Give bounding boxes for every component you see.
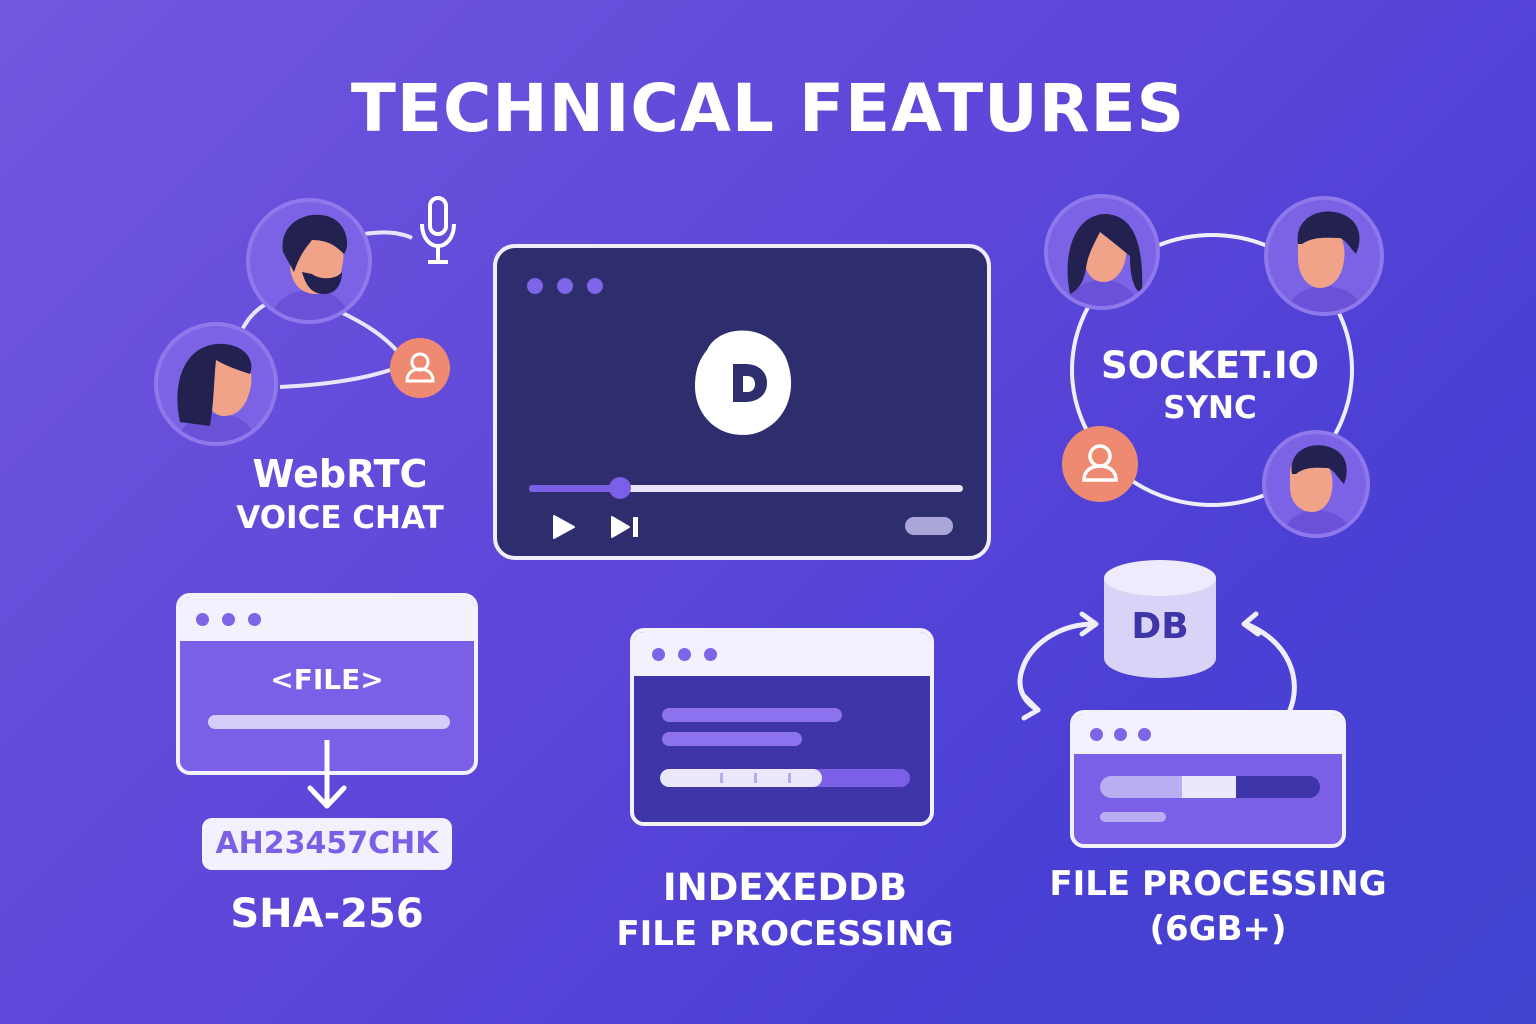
processing-progress-fill-a — [1100, 776, 1182, 798]
microphone-icon — [420, 196, 456, 264]
progress-track[interactable] — [529, 477, 963, 499]
content-line — [1100, 812, 1166, 822]
window-dot — [248, 613, 261, 626]
avatar-user-orange — [1062, 426, 1138, 502]
window-dot — [196, 613, 209, 626]
database-icon — [1104, 560, 1216, 678]
window-dot — [678, 648, 691, 661]
window-dot — [527, 278, 543, 294]
sha256-label: SHA-256 — [230, 891, 424, 937]
window-titlebar — [634, 632, 930, 676]
webrtc-label-line1: WebRTC — [252, 452, 428, 496]
skip-next-icon[interactable] — [609, 514, 643, 540]
socketio-feature — [1040, 190, 1384, 540]
window-dot — [222, 613, 235, 626]
processing-window — [1070, 710, 1346, 848]
file-processing-label-line1: FILE PROCESSING — [1049, 864, 1387, 904]
avatar-woman — [154, 322, 278, 446]
arrow-down-icon — [307, 740, 347, 809]
window-titlebar — [180, 597, 474, 641]
play-icon[interactable] — [551, 514, 577, 540]
window-dot — [557, 278, 573, 294]
content-line — [662, 708, 842, 722]
avatar-woman — [1044, 194, 1160, 310]
storage-progress-bar — [660, 769, 910, 787]
progress-fill — [529, 485, 621, 492]
file-bar — [208, 715, 450, 729]
storage-progress-fill — [660, 769, 822, 787]
avatar-man — [1262, 430, 1370, 538]
indexeddb-label-line2: FILE PROCESSING — [616, 914, 954, 955]
window-dot — [1138, 728, 1151, 741]
window-dot — [587, 278, 603, 294]
window-dot — [652, 648, 665, 661]
avatar-man — [1264, 196, 1384, 316]
page-title: TECHNICAL FEATURES — [350, 70, 1186, 147]
content-line — [662, 732, 802, 746]
window-dot — [704, 648, 717, 661]
processing-progress-fill-b — [1182, 776, 1236, 798]
avatar-user-orange — [390, 338, 450, 398]
file-processing-label-line2: (6GB+) — [1149, 908, 1287, 949]
app-logo-icon — [695, 330, 792, 435]
file-window: <FILE> — [176, 593, 478, 775]
db-label: DB — [1131, 606, 1189, 647]
indexeddb-window — [630, 628, 934, 826]
video-player[interactable] — [493, 244, 991, 560]
volume-pill[interactable] — [905, 517, 953, 535]
avatar-bearded-man — [246, 198, 372, 324]
processing-progress-bar — [1100, 776, 1320, 798]
window-titlebar — [1074, 714, 1342, 754]
webrtc-label: WebRTC VOICE CHAT — [200, 452, 480, 537]
indexeddb-label: INDEXEDDB FILE PROCESSING — [600, 866, 970, 955]
indexeddb-label-line1: INDEXEDDB — [662, 866, 908, 909]
socketio-label-line2: SYNC — [1163, 390, 1257, 427]
sync-arrows-icon — [1017, 611, 1297, 721]
window-dot — [1090, 728, 1103, 741]
file-tag-label: <FILE> — [270, 663, 384, 696]
socketio-label-line1: SOCKET.IO — [1100, 344, 1320, 387]
webrtc-label-line2: VOICE CHAT — [236, 499, 444, 536]
progress-handle[interactable] — [609, 477, 632, 499]
file-processing-label: FILE PROCESSING (6GB+) — [1040, 864, 1396, 950]
sync-ring — [1070, 233, 1354, 507]
hash-value: AH23457CHK — [202, 818, 452, 870]
window-dot — [1114, 728, 1127, 741]
webrtc-feature — [140, 190, 480, 460]
socketio-label: SOCKET.IO SYNC — [1060, 344, 1360, 428]
